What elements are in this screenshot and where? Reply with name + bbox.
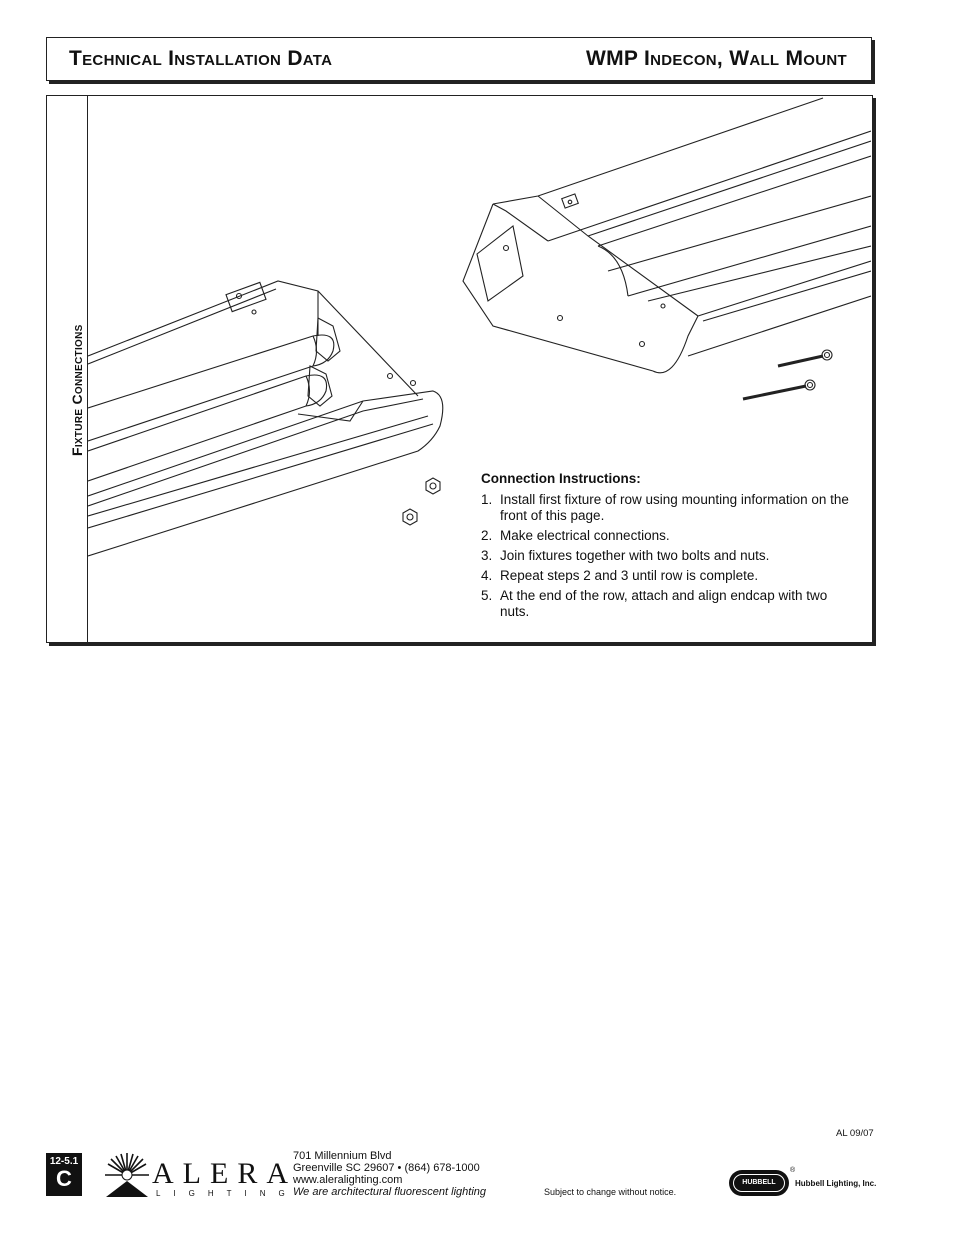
- step-text: Join fixtures together with two bolts an…: [500, 548, 770, 563]
- instruction-step: 1. Install first fixture of row using mo…: [481, 492, 851, 524]
- instruction-step: 3. Join fixtures together with two bolts…: [481, 548, 851, 564]
- disclaimer: Subject to change without notice.: [544, 1187, 677, 1197]
- instruction-step: 2. Make electrical connections.: [481, 528, 851, 544]
- step-number: 3.: [481, 548, 493, 563]
- company-address: 701 Millennium Blvd Greenville SC 29607 …: [293, 1150, 486, 1198]
- hubbell-badge: HUBBELL: [729, 1170, 789, 1196]
- address-street: 701 Millennium Blvd: [293, 1150, 392, 1162]
- product-title: WMP Indecon, Wall Mount: [586, 47, 847, 70]
- alera-logo: ALERA LIGHTING: [104, 1151, 288, 1199]
- step-text: Make electrical connections.: [500, 528, 670, 543]
- instructions-title: Connection Instructions:: [481, 471, 641, 486]
- brand-wordmark: ALERA: [152, 1157, 297, 1190]
- registered-mark: ®: [790, 1167, 796, 1174]
- instructions-list: 1. Install first fixture of row using mo…: [481, 492, 851, 620]
- section-label: Fixture Connections: [69, 324, 85, 456]
- section-side-strip: Fixture Connections: [47, 96, 88, 642]
- step-number: 2.: [481, 528, 493, 543]
- step-text: Install first fixture of row using mount…: [500, 492, 849, 523]
- step-number: 4.: [481, 568, 493, 583]
- bolt-hardware-drawing: [742, 349, 833, 401]
- instruction-step: 4. Repeat steps 2 and 3 until row is com…: [481, 568, 851, 584]
- brand-subline: LIGHTING: [156, 1189, 298, 1198]
- fixture-connections-panel: Fixture Connections: [46, 95, 873, 643]
- fixture-connection-illustration: [88, 97, 871, 557]
- step-number: 1.: [481, 492, 493, 507]
- address-city-phone: Greenville SC 29607 • (864) 678-1000: [293, 1162, 480, 1174]
- step-number: 5.: [481, 588, 493, 603]
- starburst-icon: [105, 1153, 149, 1197]
- hubbell-badge-text: HUBBELL: [733, 1174, 785, 1192]
- hubbell-logo: HUBBELL ® Hubbell Lighting, Inc.: [729, 1167, 889, 1201]
- step-text: Repeat steps 2 and 3 until row is comple…: [500, 568, 759, 583]
- edition-code: AL 09/07: [836, 1128, 874, 1139]
- page-tab: 12-5.1 C: [46, 1153, 82, 1196]
- document-title: Technical Installation Data: [69, 47, 333, 70]
- connection-instructions: Connection Instructions: 1. Install firs…: [481, 471, 851, 624]
- right-fixture-drawing: [462, 97, 871, 374]
- left-fixture-drawing: [88, 280, 444, 557]
- hubbell-company-name: Hubbell Lighting, Inc.: [795, 1179, 877, 1188]
- website-link[interactable]: www.aleralighting.com: [293, 1174, 403, 1186]
- page-number: 12-5.1: [49, 1156, 79, 1167]
- page-letter: C: [56, 1166, 72, 1191]
- company-tagline: We are architectural fluorescent lightin…: [293, 1186, 487, 1198]
- nut-hardware-drawing: [402, 477, 441, 526]
- header-bar: Technical Installation Data WMP Indecon,…: [46, 37, 872, 81]
- instruction-step: 5. At the end of the row, attach and ali…: [481, 588, 851, 620]
- step-text: At the end of the row, attach and align …: [500, 588, 828, 619]
